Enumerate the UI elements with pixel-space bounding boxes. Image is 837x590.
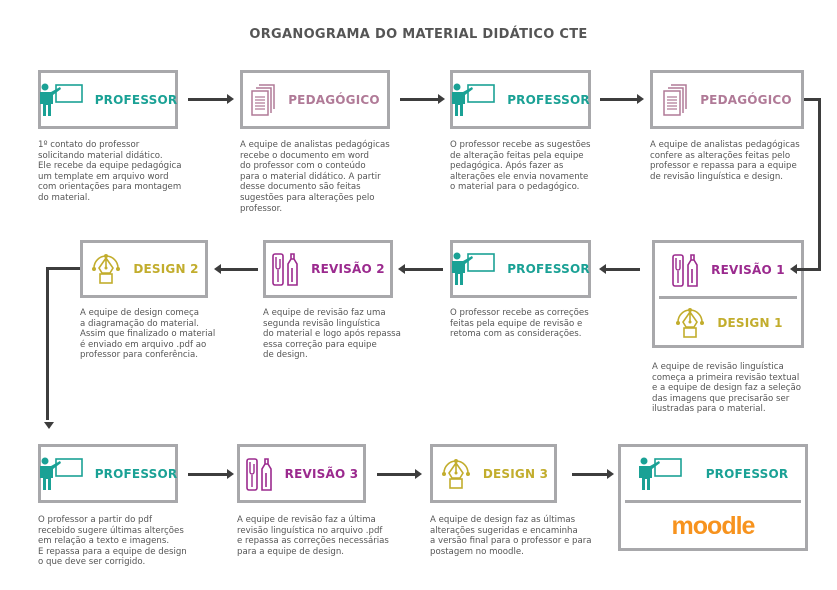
node-description: 1º contato do professor solicitando mate…: [38, 140, 182, 203]
connector-line: [600, 98, 637, 101]
node-description: A equipe de analistas pedagógicas confer…: [650, 140, 800, 182]
arrow-head-icon: [438, 94, 445, 104]
node-description: A equipe de design faz as últimas altera…: [430, 515, 592, 557]
teacher-icon: [451, 83, 497, 117]
node-label: PROFESSOR: [705, 467, 789, 481]
pen-nib-icon: [89, 253, 123, 285]
node-cell: PROFESSOR: [451, 243, 590, 295]
node-label: PEDAGÓGICO: [700, 92, 792, 107]
node-label: REVISÃO 3: [284, 466, 359, 481]
node-label: DESIGN 3: [482, 466, 549, 481]
node-description: A equipe de revisão linguística começa a…: [652, 362, 802, 415]
arrow-head-icon: [637, 94, 644, 104]
pen-nib-icon: [673, 307, 707, 339]
node-box: REVISÃO 3: [237, 444, 366, 503]
node-description: O professor recebe as correções feitas p…: [450, 308, 589, 340]
node-box: PROFESSOR: [450, 240, 591, 298]
documents-icon: [662, 83, 690, 117]
connector-line: [220, 268, 258, 271]
node-cell: PROFESSOR: [39, 447, 178, 500]
node-box: PEDAGÓGICO: [650, 70, 804, 129]
node-label: PROFESSOR: [94, 92, 178, 107]
pen-nib-icon: [439, 458, 473, 490]
node-box: PROFESSOR: [38, 70, 178, 129]
divider: [625, 500, 801, 503]
arrow-head-icon: [227, 469, 234, 479]
arrow-head-icon: [43, 422, 54, 429]
connector-line: [400, 98, 438, 101]
node-description: A equipe de design começa a diagramação …: [80, 308, 216, 361]
node-label: REVISÃO 2: [311, 262, 385, 276]
node-cell: DESIGN 2: [83, 243, 205, 295]
node-label: PROFESSOR: [507, 262, 590, 276]
node-label: PROFESSOR: [94, 466, 178, 481]
teacher-icon: [39, 83, 85, 117]
node-description: O professor recebe as sugestões de alter…: [450, 140, 591, 193]
node-box: DESIGN 3: [430, 444, 557, 503]
node-cell: REVISÃO 1: [655, 243, 801, 297]
markers-icon: [671, 252, 701, 288]
chart-title: ORGANOGRAMA DO MATERIAL DIDÁTICO CTE: [249, 27, 588, 42]
node-cell: moodle: [621, 504, 805, 548]
connector-line: [404, 268, 443, 271]
node-cell: REVISÃO 3: [240, 447, 363, 500]
connector-line: [188, 98, 227, 101]
node-cell: REVISÃO 2: [266, 243, 390, 295]
connector-line: [188, 473, 227, 476]
documents-icon: [250, 83, 278, 117]
connector-line: [804, 98, 821, 101]
node-box: PROFESSOR: [450, 70, 591, 129]
connector-line: [605, 268, 640, 271]
node-label: PEDAGÓGICO: [288, 92, 380, 107]
node-label: DESIGN 2: [133, 262, 199, 276]
node-box: PEDAGÓGICO: [240, 70, 390, 129]
node-box: PROFESSOR moodle: [618, 444, 808, 551]
markers-icon: [245, 456, 275, 492]
markers-icon: [271, 251, 301, 287]
node-box: DESIGN 2: [80, 240, 208, 298]
node-label: PROFESSOR: [507, 92, 590, 107]
arrow-head-icon: [398, 264, 405, 274]
node-box: PROFESSOR: [38, 444, 178, 503]
arrow-head-icon: [415, 469, 422, 479]
node-label: DESIGN 1: [717, 315, 783, 330]
teacher-icon: [638, 457, 684, 491]
arrow-head-icon: [790, 264, 797, 274]
teacher-icon: [39, 457, 85, 491]
node-cell: PEDAGÓGICO: [243, 73, 387, 126]
arrow-head-icon: [214, 264, 221, 274]
connector-line: [796, 268, 821, 271]
connector-line: [818, 98, 821, 270]
arrow-head-icon: [607, 469, 614, 479]
node-box: REVISÃO 1 DESIGN 1: [652, 240, 804, 348]
node-cell: PROFESSOR: [451, 73, 590, 126]
node-cell: DESIGN 1: [655, 300, 801, 345]
node-description: A equipe de analistas pedagógicas recebe…: [240, 140, 390, 214]
arrow-head-icon: [227, 94, 234, 104]
node-cell: DESIGN 3: [433, 447, 554, 500]
node-box: REVISÃO 2: [263, 240, 393, 298]
node-description: O professor a partir do pdf recebido sug…: [38, 515, 187, 568]
connector-line: [48, 267, 80, 270]
node-description: A equipe de revisão faz a última revisão…: [237, 515, 389, 557]
divider: [659, 296, 797, 299]
arrow-head-icon: [599, 264, 606, 274]
node-label: REVISÃO 1: [711, 263, 785, 277]
node-cell: PEDAGÓGICO: [653, 73, 801, 126]
teacher-icon: [451, 252, 497, 286]
node-cell: PROFESSOR: [39, 73, 178, 126]
node-cell: PROFESSOR: [621, 447, 805, 501]
moodle-logo: moodle: [671, 511, 756, 540]
node-description: A equipe de revisão faz uma segunda revi…: [263, 308, 401, 361]
connector-line: [46, 267, 49, 420]
connector-line: [377, 473, 415, 476]
connector-line: [572, 473, 607, 476]
